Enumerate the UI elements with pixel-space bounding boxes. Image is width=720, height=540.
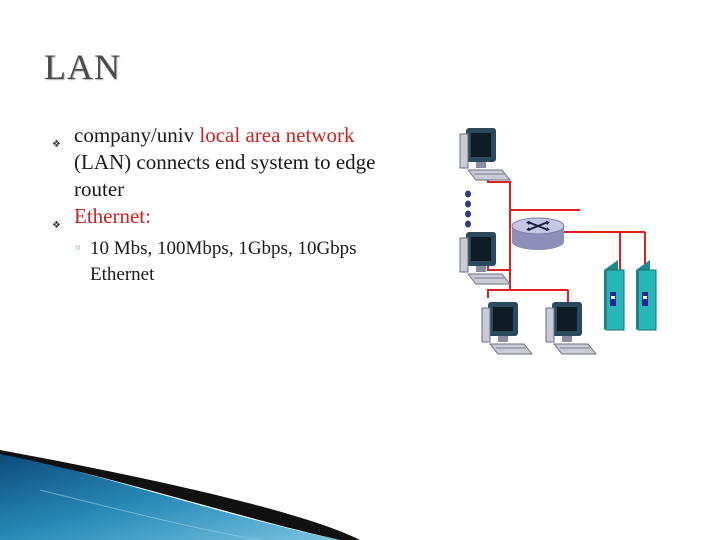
- four-diamond-bullet-icon: ❖: [52, 220, 61, 231]
- server-icon: [636, 260, 657, 331]
- desktop-computer-icon: [459, 231, 511, 285]
- sub-bullet-text: 10 Mbs, 100Mbps, 1Gbps, 10Gbps Ethernet: [90, 238, 357, 285]
- bullet-item-ethernet: ❖ Ethernet:: [52, 203, 402, 231]
- router-icon: [511, 217, 565, 250]
- bullet-highlight: Ethernet:: [74, 204, 151, 228]
- lan-network-diagram: [459, 127, 657, 355]
- bullet-highlight: local area network: [199, 123, 355, 147]
- bullet-text: company/univ: [74, 123, 200, 147]
- desktop-computer-icon: [481, 301, 533, 355]
- server-icon: [604, 260, 625, 331]
- ellipsis-dots-icon: [465, 190, 471, 228]
- desktop-computer-icon: [459, 127, 511, 181]
- ring-bullet-icon: ◦: [74, 241, 83, 257]
- sub-bullet-item-speeds: ◦ 10 Mbs, 100Mbps, 1Gbps, 10Gbps Etherne…: [52, 236, 402, 288]
- bullet-item-lan: ❖ company/univ local area network (LAN) …: [52, 122, 402, 203]
- desktop-computer-icon: [545, 301, 597, 355]
- decorative-swoosh: [0, 450, 360, 540]
- four-diamond-bullet-icon: ❖: [52, 139, 61, 150]
- bullet-list: ❖ company/univ local area network (LAN) …: [52, 122, 402, 288]
- bullet-text-continued: (LAN) connects end system to edge router: [74, 150, 376, 201]
- slide-title: LAN: [44, 47, 121, 87]
